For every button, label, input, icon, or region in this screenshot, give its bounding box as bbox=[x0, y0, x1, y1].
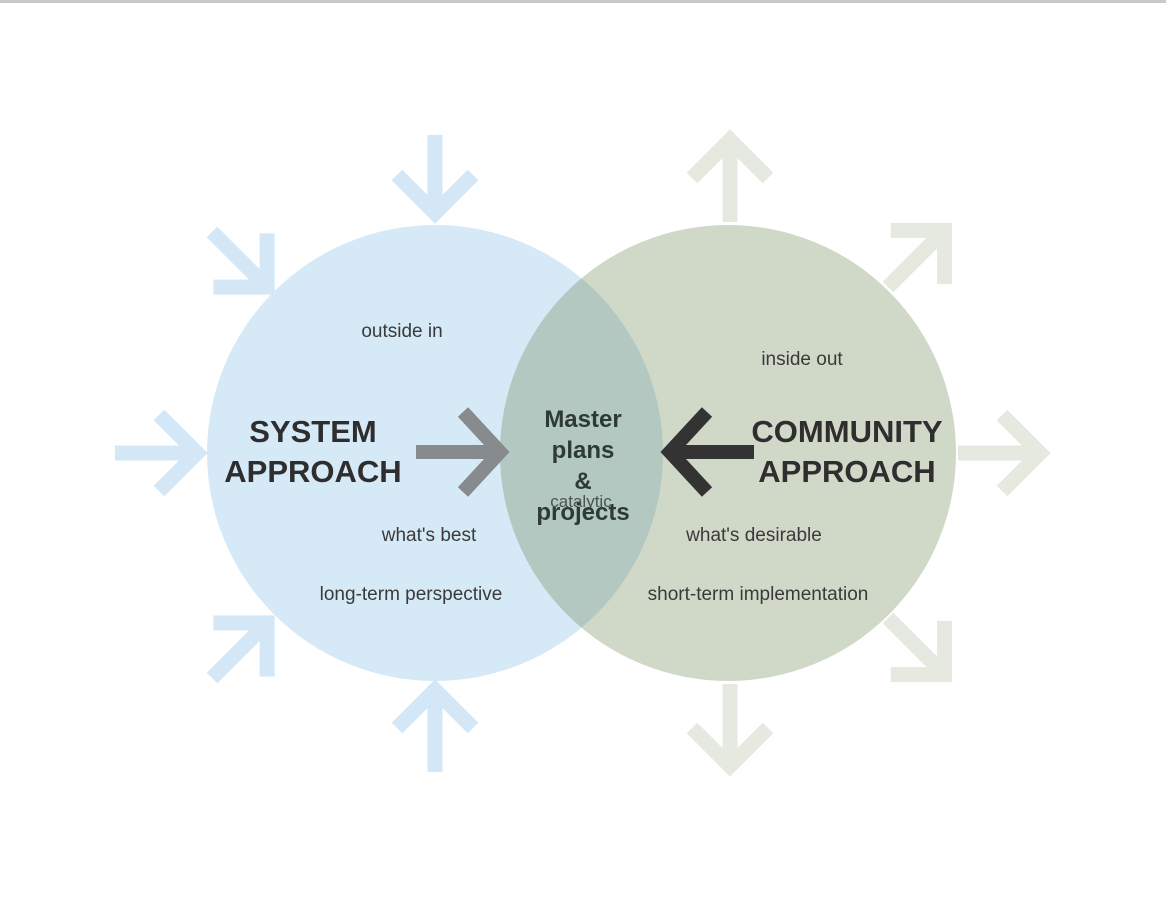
center-line2: plans bbox=[551, 437, 615, 464]
inward-arrow-icon bbox=[391, 679, 479, 772]
community-to-center-arrow-icon bbox=[660, 407, 754, 497]
center-line3: & bbox=[574, 468, 592, 495]
community-title-line1: COMMUNITY bbox=[751, 414, 943, 449]
outward-arrow-icon bbox=[882, 612, 953, 683]
system-to-center-arrow-icon bbox=[416, 407, 510, 497]
system-title-line2: APPROACH bbox=[224, 454, 402, 489]
community-label-short-term: short-term implementation bbox=[647, 584, 869, 605]
center-title: Master plans & projects bbox=[513, 404, 653, 528]
inward-arrow-icon bbox=[206, 226, 275, 295]
outward-arrow-icon bbox=[882, 222, 953, 293]
outward-arrow-icon bbox=[958, 409, 1051, 497]
overlap-region bbox=[500, 225, 663, 681]
system-title-line1: SYSTEM bbox=[249, 414, 377, 449]
top-border bbox=[0, 0, 1166, 3]
inward-arrow-icon bbox=[206, 615, 275, 684]
center-sub-label: catalytic bbox=[550, 492, 612, 511]
inward-arrow-icon bbox=[391, 135, 479, 224]
community-approach-title: COMMUNITY APPROACH bbox=[751, 412, 942, 492]
outward-arrow-icon bbox=[686, 684, 774, 777]
community-title-line2: APPROACH bbox=[758, 454, 936, 489]
inward-arrow-icon bbox=[115, 409, 208, 497]
center-line4: projects bbox=[536, 499, 630, 526]
community-label-whats-desirable: what's desirable bbox=[686, 525, 822, 546]
outward-arrow-icon bbox=[686, 129, 774, 222]
community-label-inside-out: inside out bbox=[761, 349, 843, 370]
system-label-whats-best: what's best bbox=[381, 525, 477, 546]
center-line1: Master bbox=[544, 406, 622, 433]
system-approach-title: SYSTEM APPROACH bbox=[224, 412, 401, 492]
system-label-outside-in: outside in bbox=[361, 321, 443, 342]
system-label-long-term: long-term perspective bbox=[319, 584, 503, 605]
